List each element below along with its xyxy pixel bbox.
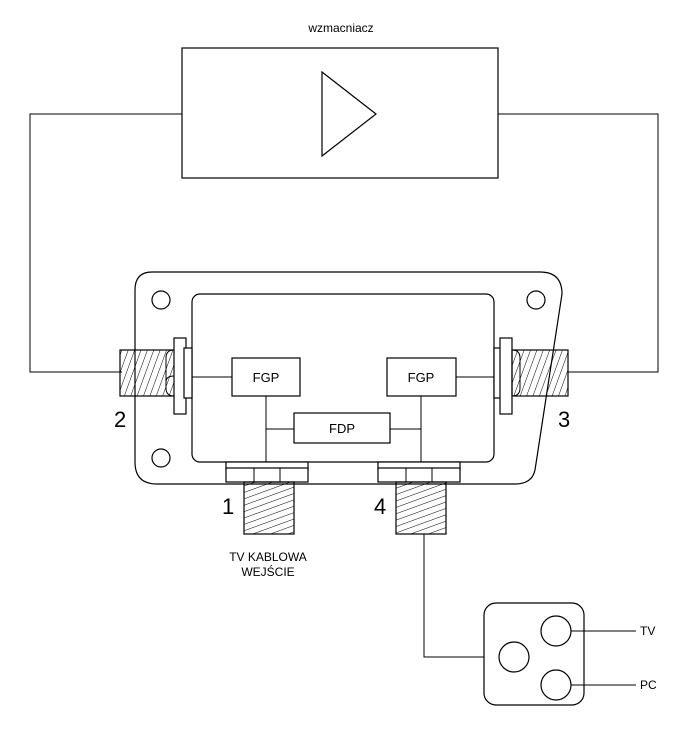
- fgp-left-label: FGP: [253, 370, 280, 385]
- mount-hole-top-right: [526, 290, 546, 310]
- mount-hole-bottom-left: [151, 448, 171, 468]
- pc-label: PC: [640, 678, 657, 692]
- wire-port-4-to-socket: [423, 534, 498, 658]
- fdp-label: FDP: [329, 421, 355, 436]
- fgp-left-box: [231, 357, 301, 397]
- port-4-number: 4: [374, 494, 386, 519]
- fdp-box: [293, 412, 391, 444]
- socket-outlet-pc: [540, 669, 572, 701]
- socket-outlet-tv: [540, 615, 572, 647]
- input-label-line1: TV KABLOWA: [229, 550, 307, 564]
- connector-port-4: [377, 461, 461, 535]
- amplifier-triangle-icon: [321, 70, 377, 158]
- wire-amp-to-port-2: [29, 113, 182, 373]
- tv-label: TV: [640, 624, 655, 638]
- connector-port-3: [493, 337, 569, 415]
- amplifier-label: wzmacniacz: [307, 21, 373, 35]
- connector-port-2: [119, 337, 193, 415]
- fgp-right-label: FGP: [408, 370, 435, 385]
- wire-amp-to-port-3: [498, 113, 659, 373]
- port-1-number: 1: [222, 494, 234, 519]
- input-label-line2: WEJŚCIE: [241, 564, 294, 579]
- port-3-number: 3: [558, 407, 570, 432]
- port-2-number: 2: [114, 407, 126, 432]
- connector-port-1: [225, 461, 309, 535]
- fgp-right-box: [386, 357, 457, 397]
- mount-hole-top-left: [151, 290, 171, 310]
- socket-outlet-input: [498, 641, 530, 673]
